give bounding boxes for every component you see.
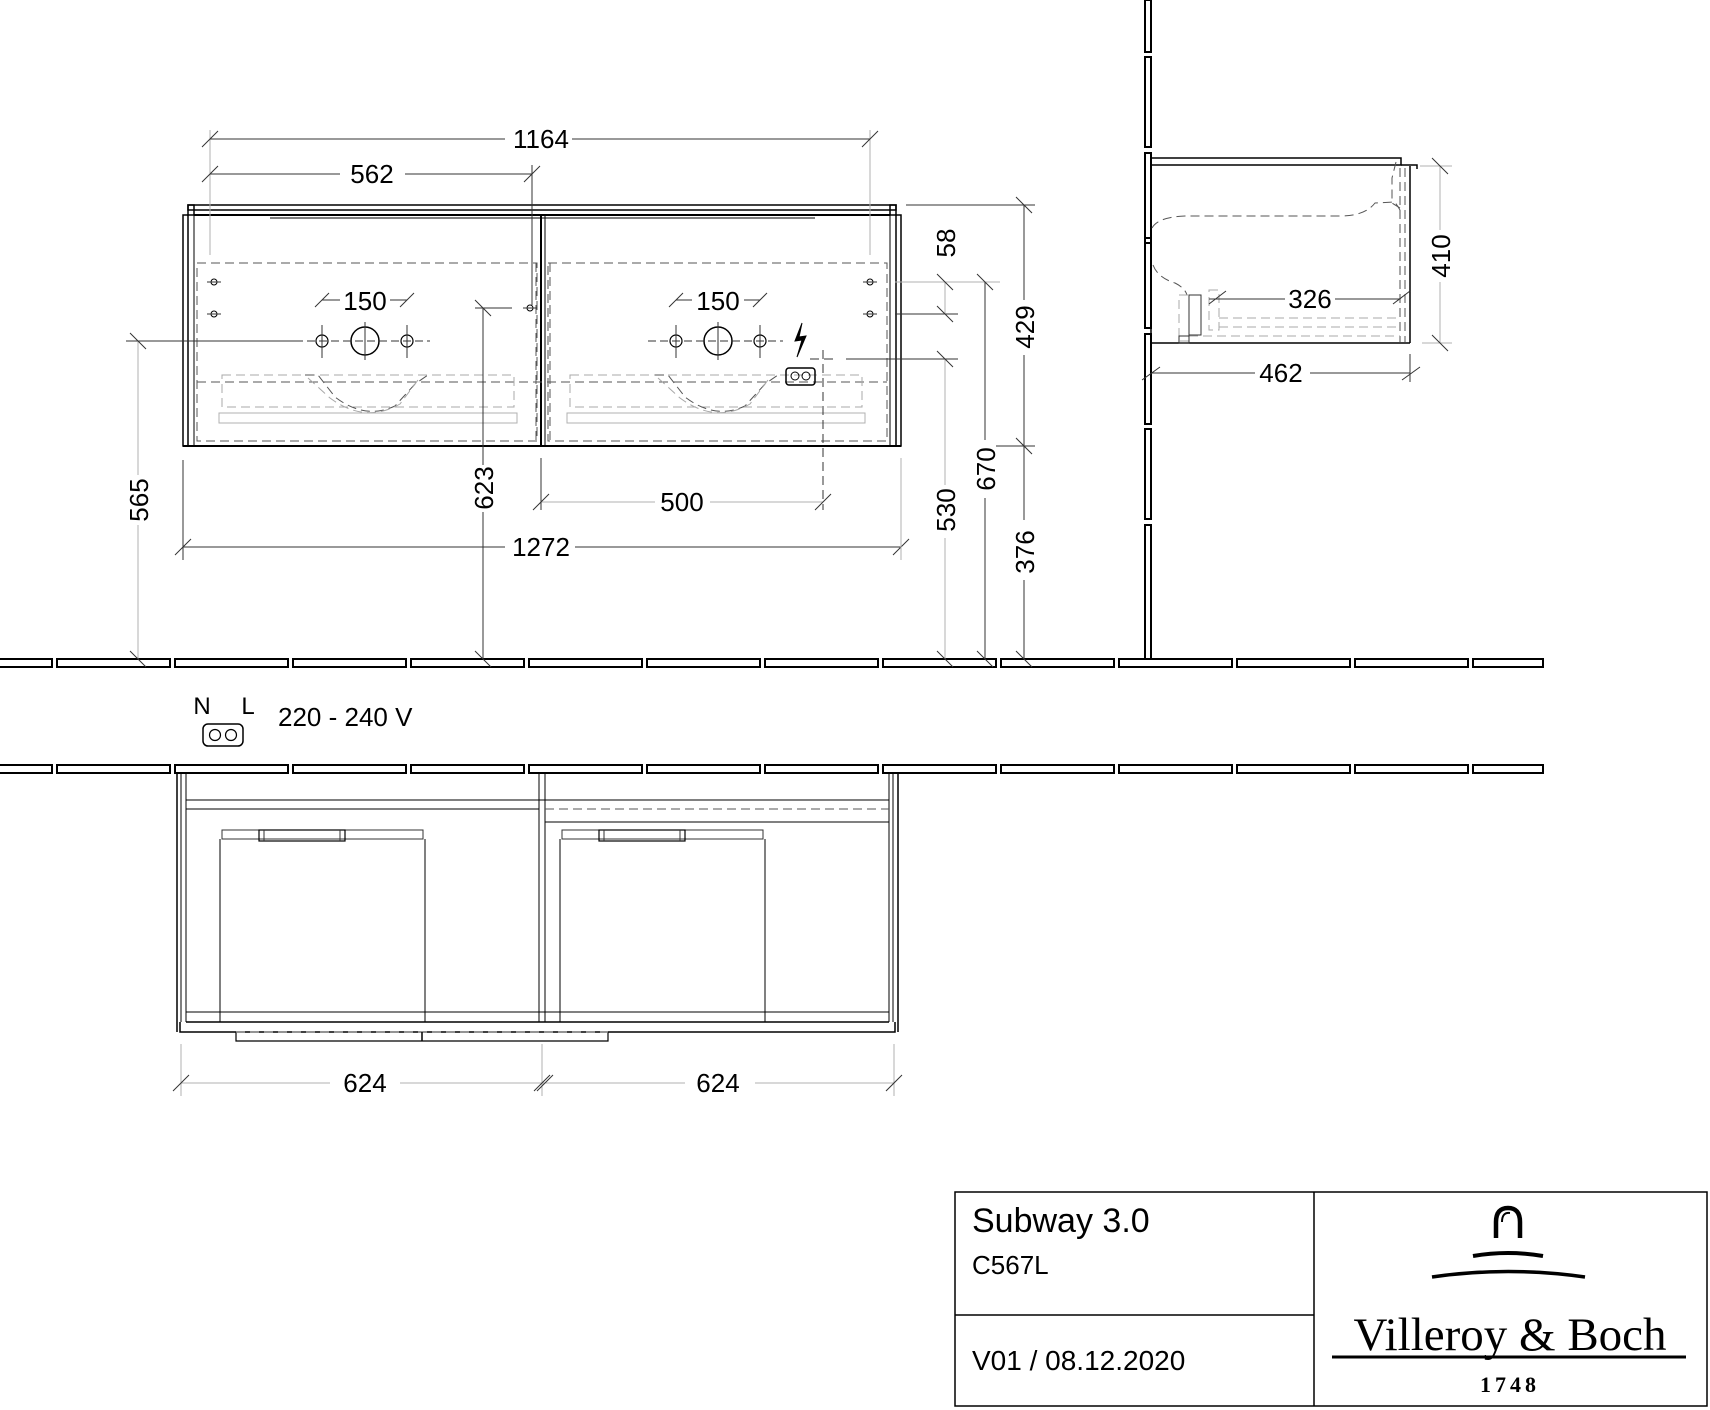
- voltage-label: 220 - 240 V: [278, 702, 413, 732]
- dim-socket-offset: 500: [660, 487, 703, 517]
- dim-waste-height: 565: [124, 478, 154, 521]
- socket-in-cabinet: [785, 350, 836, 510]
- dim-right-drawer-width: 624: [696, 1068, 739, 1098]
- title-block: [954, 1191, 1708, 1407]
- article-number: C567L: [972, 1250, 1049, 1280]
- fixing-points: [207, 278, 877, 318]
- dim-fixing-height-top: 670: [971, 447, 1001, 490]
- dim-left-drill-span: 562: [350, 159, 393, 189]
- brand-year: 1748: [1480, 1372, 1540, 1397]
- dim-left-drawer-width: 624: [343, 1068, 386, 1098]
- dim-top-offset: 58: [931, 229, 961, 258]
- bottom-view-cabinet: [176, 773, 899, 1042]
- dim-floor-clearance: 376: [1010, 530, 1040, 573]
- dim-overall-drill-span: 1164: [513, 124, 569, 154]
- wall-vertical: [1144, 0, 1152, 660]
- lightning-bolt-icon: [794, 322, 807, 358]
- tap-holes-right: [648, 322, 783, 360]
- dim-inner-depth: 326: [1288, 284, 1331, 314]
- dim-cabinet-height: 429: [1010, 305, 1040, 348]
- socket-icon: [202, 723, 244, 747]
- dim-side-height: 410: [1426, 234, 1456, 277]
- dim-overall-width: 1272: [512, 532, 570, 562]
- version-date: V01 / 08.12.2020: [972, 1345, 1185, 1376]
- front-view-cabinet: [182, 204, 902, 447]
- dimension-lines-bottom: [172, 1044, 903, 1096]
- floor-band-top: [0, 658, 1544, 668]
- dim-overall-depth: 462: [1259, 358, 1302, 388]
- product-name: Subway 3.0: [972, 1202, 1150, 1240]
- socket-legend: [202, 723, 244, 747]
- tap-holes-left: [295, 322, 430, 360]
- dimension-lines-side: [1141, 157, 1452, 382]
- brand-name: Villeroy & Boch: [1353, 1309, 1666, 1361]
- socket-label-n: N: [193, 693, 210, 720]
- dim-tap-spacing-right: 150: [696, 286, 739, 316]
- floor-band-bottom: [0, 764, 1544, 774]
- dim-socket-height: 530: [931, 488, 961, 531]
- dim-tap-spacing-left: 150: [343, 286, 386, 316]
- socket-label-l: L: [241, 693, 254, 720]
- dim-fixing-height: 623: [469, 466, 499, 509]
- side-view-cabinet: [1150, 157, 1418, 344]
- dimension-lines-front: [126, 130, 1035, 668]
- brand-logo-icon: [1431, 1205, 1586, 1279]
